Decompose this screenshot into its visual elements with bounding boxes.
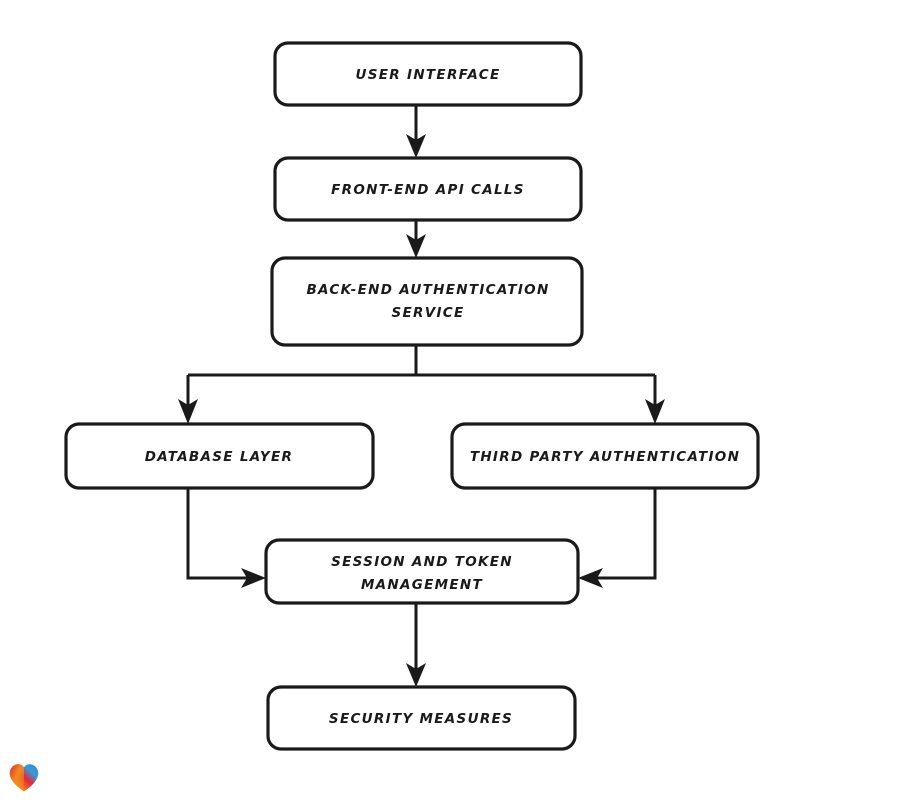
heart-icon xyxy=(9,764,39,792)
node-security-measures-label: SECURITY MEASURES xyxy=(329,711,513,727)
node-database-layer-label: DATABASE LAYER xyxy=(145,449,293,465)
node-third-party-authentication-shape[interactable] xyxy=(450,422,760,490)
edge-ui-to-api xyxy=(406,105,426,158)
node-user-interface[interactable]: USER INTERFACE xyxy=(273,41,583,107)
node-back-end-authentication-service-label-line2: SERVICE xyxy=(391,305,464,321)
node-back-end-authentication-service-label-line1: BACK-END AUTHENTICATION xyxy=(306,282,549,298)
edge-session-to-security xyxy=(406,603,426,687)
node-user-interface-shape[interactable] xyxy=(273,41,583,107)
node-third-party-authentication[interactable]: THIRD PARTY AUTHENTICATION xyxy=(450,422,760,490)
edge-thirdparty-to-session xyxy=(578,488,657,588)
node-database-layer-shape[interactable] xyxy=(64,422,375,490)
node-user-interface-label: USER INTERFACE xyxy=(356,67,501,83)
node-third-party-authentication-label: THIRD PARTY AUTHENTICATION xyxy=(470,449,740,465)
edge-database-to-session xyxy=(186,488,266,588)
edge-api-to-backend xyxy=(406,220,426,258)
edge-backend-split-trunk xyxy=(188,345,655,377)
edge-backend-to-thirdparty xyxy=(645,375,665,424)
node-back-end-authentication-service[interactable]: BACK-END AUTHENTICATION SERVICE xyxy=(270,256,584,347)
node-front-end-api-calls[interactable]: FRONT-END API CALLS xyxy=(273,156,583,222)
node-session-and-token-management-label-line1: SESSION AND TOKEN xyxy=(331,554,513,570)
node-session-and-token-management-label-line2: MANAGEMENT xyxy=(361,577,484,593)
node-security-measures[interactable]: SECURITY MEASURES xyxy=(266,685,577,751)
node-back-end-authentication-service-shape[interactable] xyxy=(270,256,584,347)
node-front-end-api-calls-shape[interactable] xyxy=(273,156,583,222)
node-session-and-token-management-shape[interactable] xyxy=(264,538,580,605)
node-database-layer[interactable]: DATABASE LAYER xyxy=(64,422,375,490)
node-session-and-token-management[interactable]: SESSION AND TOKEN MANAGEMENT xyxy=(264,538,580,605)
edge-backend-to-database xyxy=(178,375,198,424)
node-front-end-api-calls-label: FRONT-END API CALLS xyxy=(331,182,525,198)
node-security-measures-shape[interactable] xyxy=(266,685,577,751)
